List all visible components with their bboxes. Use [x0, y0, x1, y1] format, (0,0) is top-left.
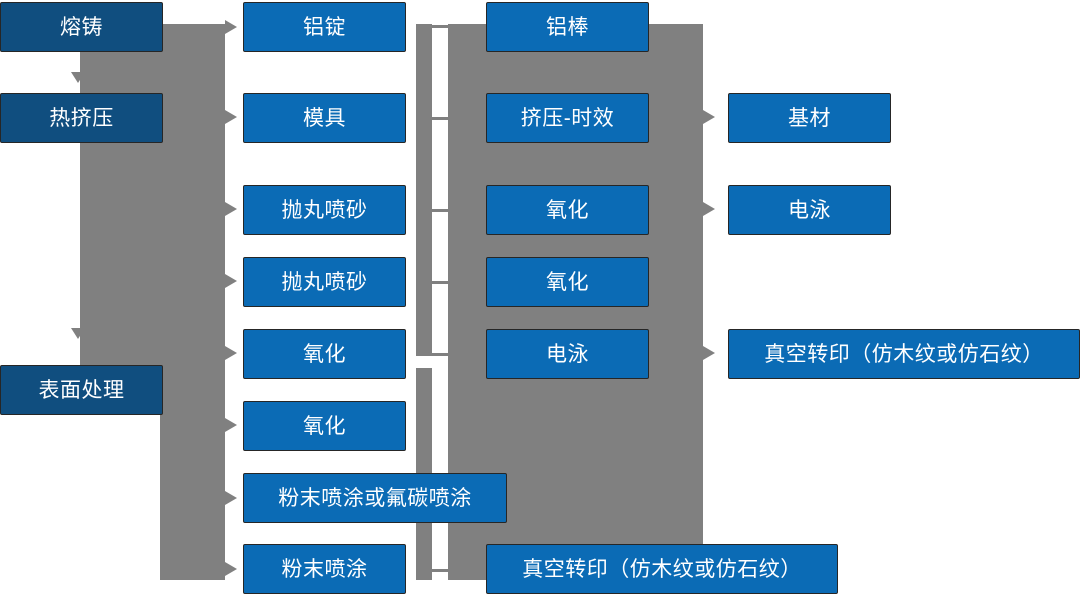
process-box-vacuum-transfer[interactable]: 真空转印（仿木纹或仿石纹） — [486, 544, 838, 594]
arrow-down-to-hot-extrude — [71, 72, 85, 83]
output-label-substrate: 基材 — [788, 106, 831, 130]
input-box-oxidation-1[interactable]: 氧化 — [243, 329, 406, 379]
arrow-to-input-powder-fluorocarbon — [225, 491, 237, 505]
arrow-to-input-powder-coat — [225, 562, 237, 576]
process-label-oxidation-1: 氧化 — [546, 198, 589, 222]
arrow-to-input-oxidation-1 — [225, 346, 237, 360]
output-label-vacuum-transfer: 真空转印（仿木纹或仿石纹） — [764, 342, 1044, 366]
input-box-powder-coat[interactable]: 粉末喷涂 — [243, 544, 406, 594]
arrow-to-input-oxidation-2 — [225, 418, 237, 432]
arrow-to-output-electrophoresis — [703, 202, 715, 216]
stub-surface-to-band — [164, 387, 190, 390]
input-label-powder-fluorocarbon: 粉末喷涂或氟碳喷涂 — [278, 486, 472, 510]
arrow-to-input-ingot — [225, 20, 237, 34]
rung-line-1 — [432, 25, 448, 28]
rung-line-5 — [432, 353, 448, 356]
stage-label-hot-extrude: 热挤压 — [49, 106, 114, 130]
arrow-to-input-shotblast-1 — [225, 202, 237, 216]
thin-band-break — [416, 356, 432, 368]
rung-line-6 — [432, 569, 448, 572]
rung-line-2 — [432, 117, 448, 120]
stage-box-melt-cast[interactable]: 熔铸 — [0, 2, 163, 52]
process-box-electrophoresis[interactable]: 电泳 — [486, 329, 649, 379]
output-box-vacuum-transfer[interactable]: 真空转印（仿木纹或仿石纹） — [728, 329, 1080, 379]
process-label-electrophoresis: 电泳 — [546, 342, 589, 366]
input-label-powder-coat: 粉末喷涂 — [281, 557, 368, 581]
process-label-bar: 铝棒 — [546, 15, 589, 39]
input-label-shotblast-2: 抛丸喷砂 — [281, 270, 368, 294]
connector-band-thin — [416, 24, 432, 580]
stage-label-melt-cast: 熔铸 — [60, 15, 103, 39]
process-label-oxidation-2: 氧化 — [546, 270, 589, 294]
process-label-vacuum-transfer: 真空转印（仿木纹或仿石纹） — [522, 557, 802, 581]
output-box-substrate[interactable]: 基材 — [728, 93, 891, 143]
input-box-mold[interactable]: 模具 — [243, 93, 406, 143]
rung-line-3 — [432, 209, 448, 212]
arrow-to-input-mold — [225, 110, 237, 124]
input-box-ingot[interactable]: 铝锭 — [243, 2, 406, 52]
input-label-oxidation-1: 氧化 — [303, 342, 346, 366]
band-channel — [432, 24, 448, 580]
output-box-electrophoresis[interactable]: 电泳 — [728, 185, 891, 235]
input-label-ingot: 铝锭 — [303, 15, 346, 39]
input-box-oxidation-2[interactable]: 氧化 — [243, 401, 406, 451]
input-box-powder-fluorocarbon[interactable]: 粉末喷涂或氟碳喷涂 — [243, 473, 507, 523]
process-box-oxidation-2[interactable]: 氧化 — [486, 257, 649, 307]
input-label-oxidation-2: 氧化 — [303, 414, 346, 438]
stage-label-surface-treatment: 表面处理 — [38, 378, 125, 402]
arrow-to-output-vacuum-transfer — [703, 346, 715, 360]
stage-box-surface-treatment[interactable]: 表面处理 — [0, 365, 163, 415]
process-label-extrude-age: 挤压-时效 — [520, 106, 615, 130]
input-box-shotblast-2[interactable]: 抛丸喷砂 — [243, 257, 406, 307]
process-box-extrude-age[interactable]: 挤压-时效 — [486, 93, 649, 143]
output-label-electrophoresis: 电泳 — [788, 198, 831, 222]
process-box-bar[interactable]: 铝棒 — [486, 2, 649, 52]
input-label-mold: 模具 — [303, 106, 346, 130]
arrow-to-input-shotblast-2 — [225, 274, 237, 288]
input-label-shotblast-1: 抛丸喷砂 — [281, 198, 368, 222]
arrow-to-output-substrate — [703, 110, 715, 124]
rung-line-4 — [432, 281, 448, 284]
arrow-down-to-surface — [71, 328, 85, 339]
stage-box-hot-extrude[interactable]: 热挤压 — [0, 93, 163, 143]
input-box-shotblast-1[interactable]: 抛丸喷砂 — [243, 185, 406, 235]
process-box-oxidation-1[interactable]: 氧化 — [486, 185, 649, 235]
